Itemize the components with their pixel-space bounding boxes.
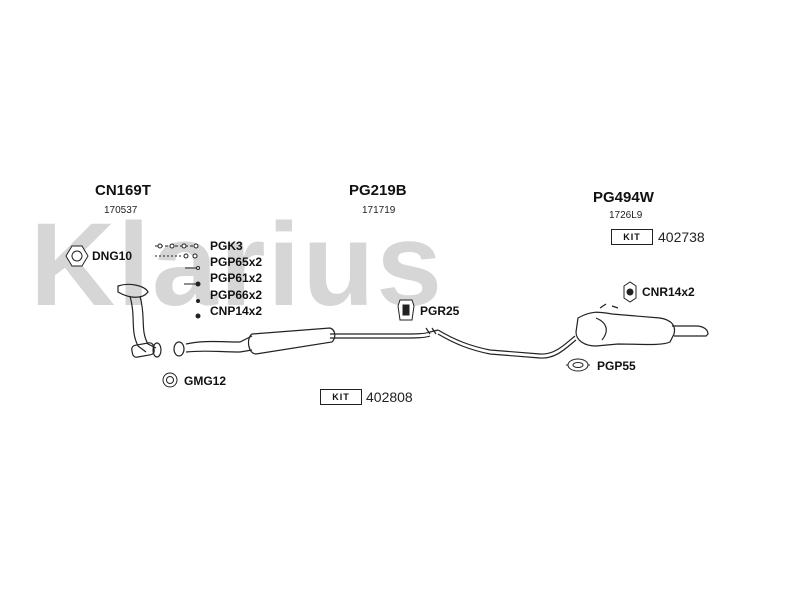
pgk3-icon bbox=[155, 243, 200, 249]
part-label-pgp66[interactable]: PGP66x2 bbox=[210, 288, 263, 302]
middle-kit-number[interactable]: 402808 bbox=[366, 389, 413, 405]
front-pipe[interactable] bbox=[117, 283, 162, 358]
rear-silencer[interactable] bbox=[575, 303, 709, 347]
cnp14-nut-icon bbox=[196, 299, 200, 303]
part-label-pgp65[interactable]: PGP65x2 bbox=[210, 255, 263, 269]
pgp65-icon bbox=[155, 253, 198, 259]
part-label-pgp61[interactable]: PGP61x2 bbox=[210, 271, 263, 285]
part-label-cnr14[interactable]: CNR14x2 bbox=[642, 285, 695, 299]
middle-kit-badge[interactable]: KIT bbox=[320, 389, 362, 405]
pgr25-icon bbox=[397, 299, 415, 321]
rear-kit-badge[interactable]: KIT bbox=[611, 229, 653, 245]
pgp66-washer-icon bbox=[195, 281, 201, 287]
gmg12-icon bbox=[162, 372, 178, 388]
part-label-pgp55[interactable]: PGP55 bbox=[597, 359, 636, 373]
part-label-pgk3[interactable]: PGK3 bbox=[210, 239, 243, 253]
part-label-dng10[interactable]: DNG10 bbox=[92, 249, 133, 263]
front-section-ref: 170537 bbox=[104, 205, 138, 216]
pgp55-icon bbox=[566, 358, 590, 372]
rear-kit-number[interactable]: 402738 bbox=[658, 229, 705, 245]
part-label-cnp14[interactable]: CNP14x2 bbox=[210, 304, 263, 318]
middle-section-ref: 171719 bbox=[362, 205, 396, 216]
part-label-gmg12[interactable]: GMG12 bbox=[184, 374, 227, 388]
rear-section-code: PG494W bbox=[593, 189, 654, 206]
cnr14-icon bbox=[623, 281, 637, 303]
middle-silencer-assembly[interactable] bbox=[185, 327, 577, 359]
rear-section-ref: 1726L9 bbox=[609, 210, 643, 221]
cnp14-washer-icon bbox=[195, 313, 201, 319]
dng10-icon bbox=[65, 245, 89, 267]
middle-section-code: PG219B bbox=[349, 182, 407, 199]
pgp61-icon bbox=[185, 266, 200, 270]
part-label-pgr25[interactable]: PGR25 bbox=[420, 304, 460, 318]
flange-gasket[interactable] bbox=[173, 341, 185, 357]
front-section-code: CN169T bbox=[95, 182, 151, 199]
brand-watermark: Klarius bbox=[30, 199, 445, 331]
